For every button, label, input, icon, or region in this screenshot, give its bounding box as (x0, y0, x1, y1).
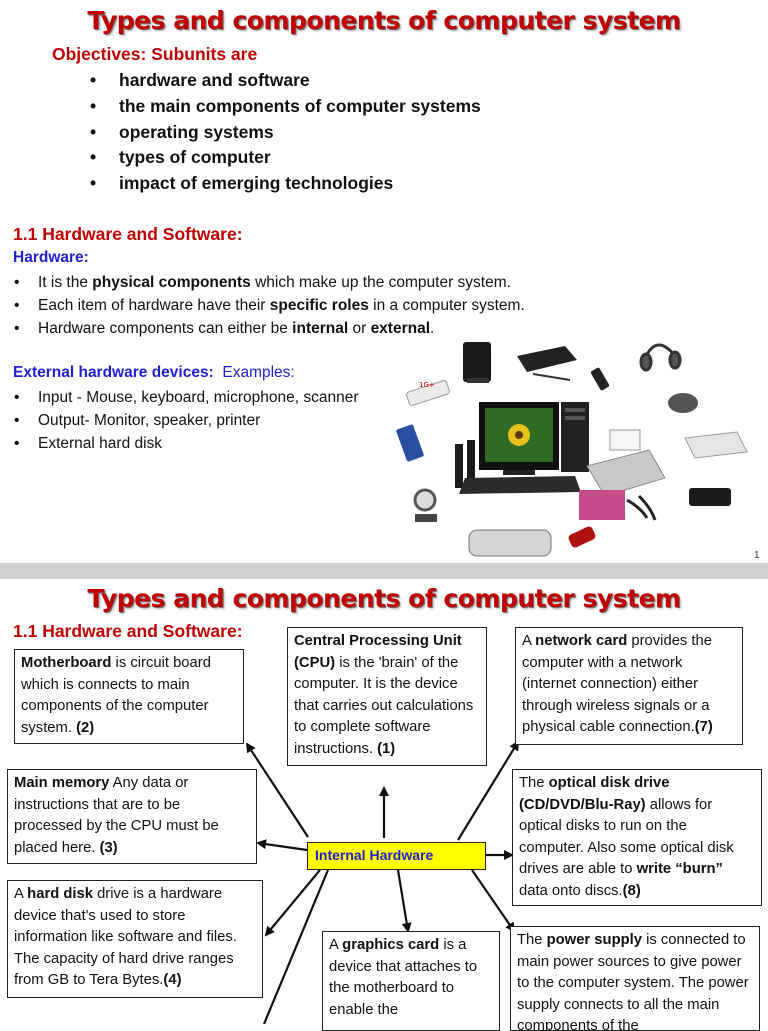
hardware-point: Hardware components can either be intern… (14, 317, 525, 340)
photos-icon (579, 490, 625, 520)
hard-disk-box: A hard disk drive is a hardware device t… (7, 880, 263, 998)
slide1-title: Types and components of computer system (87, 6, 681, 35)
network-card-box: A network card provides the computer wit… (515, 627, 743, 745)
internal-hardware-label: Internal Hardware (307, 842, 486, 870)
hardware-label: Hardware: (13, 249, 89, 266)
arrow-down-left (262, 869, 330, 1024)
hardware-devices-illustration: 1G+ (396, 342, 748, 557)
arrow-to-harddisk (264, 869, 321, 937)
usb-cable-icon (626, 494, 657, 521)
objective-item: impact of emerging technologies (90, 171, 481, 197)
memory-card-icon (396, 424, 424, 462)
page-number: 1 (754, 550, 760, 561)
arrow-to-motherboard (245, 742, 309, 838)
objective-item: operating systems (90, 120, 481, 146)
power-supply-box: The power supply is connected to main po… (510, 926, 760, 1031)
objective-item: the main components of computer systems (90, 94, 481, 120)
main-memory-box: Main memory Any data or instructions tha… (7, 769, 257, 864)
objectives-list: hardware and software the main component… (90, 68, 481, 197)
arrow-to-power (471, 869, 516, 933)
usb-hub-icon (689, 488, 731, 506)
hardware-point: It is the physical components which make… (14, 271, 525, 294)
slide2-section-heading: 1.1 Hardware and Software: (13, 621, 243, 641)
graphics-card-box: A graphics card is a device that attache… (322, 931, 500, 1031)
external-devices-label: External hardware devices: Examples: (13, 364, 295, 381)
external-point: Input - Mouse, keyboard, microphone, sca… (14, 386, 359, 409)
slide2-title: Types and components of computer system (87, 584, 681, 613)
hardware-points: It is the physical components which make… (14, 271, 525, 340)
arrow-to-network (457, 740, 520, 841)
printer-icon (586, 429, 666, 497)
mp3-player-icon (568, 526, 596, 548)
headphones-icon (639, 343, 682, 372)
usb-drive-icon: 1G+ (406, 380, 450, 406)
slide-separator (0, 563, 768, 579)
remote-icon (590, 367, 610, 391)
tower-icon (561, 402, 589, 472)
section-heading: 1.1 Hardware and Software: (13, 224, 243, 244)
cpu-box: Central Processing Unit (CPU) is the 'br… (287, 627, 487, 766)
objective-item: hardware and software (90, 68, 481, 94)
objective-item: types of computer (90, 145, 481, 171)
hardware-point: Each item of hardware have their specifi… (14, 294, 525, 317)
speaker-right-icon (467, 440, 475, 488)
external-points: Input - Mouse, keyboard, microphone, sca… (14, 386, 359, 455)
svg-text:1G+: 1G+ (419, 381, 435, 389)
mouse-icon (668, 393, 698, 413)
stick-keyboard-icon (517, 346, 577, 381)
external-point: External hard disk (14, 432, 359, 455)
arrow-to-memory (256, 839, 308, 852)
monitor-icon (479, 402, 559, 475)
speaker-left-icon (455, 444, 463, 488)
optical-drive-box: The optical disk drive (CD/DVD/Blu-Ray) … (512, 769, 762, 906)
arrow-to-graphics (396, 869, 412, 933)
connector-arrows (245, 740, 520, 1024)
objectives-label: Objectives: Subunits are (52, 44, 258, 64)
external-point: Output- Monitor, speaker, printer (14, 409, 359, 432)
router-icon (463, 342, 491, 383)
keyboard-icon (459, 476, 581, 494)
motherboard-box: Motherboard is circuit board which is co… (14, 649, 244, 744)
bottom-keyboard-icon (468, 529, 552, 557)
webcam-icon (413, 488, 437, 522)
white-keyboard-icon (684, 431, 748, 459)
